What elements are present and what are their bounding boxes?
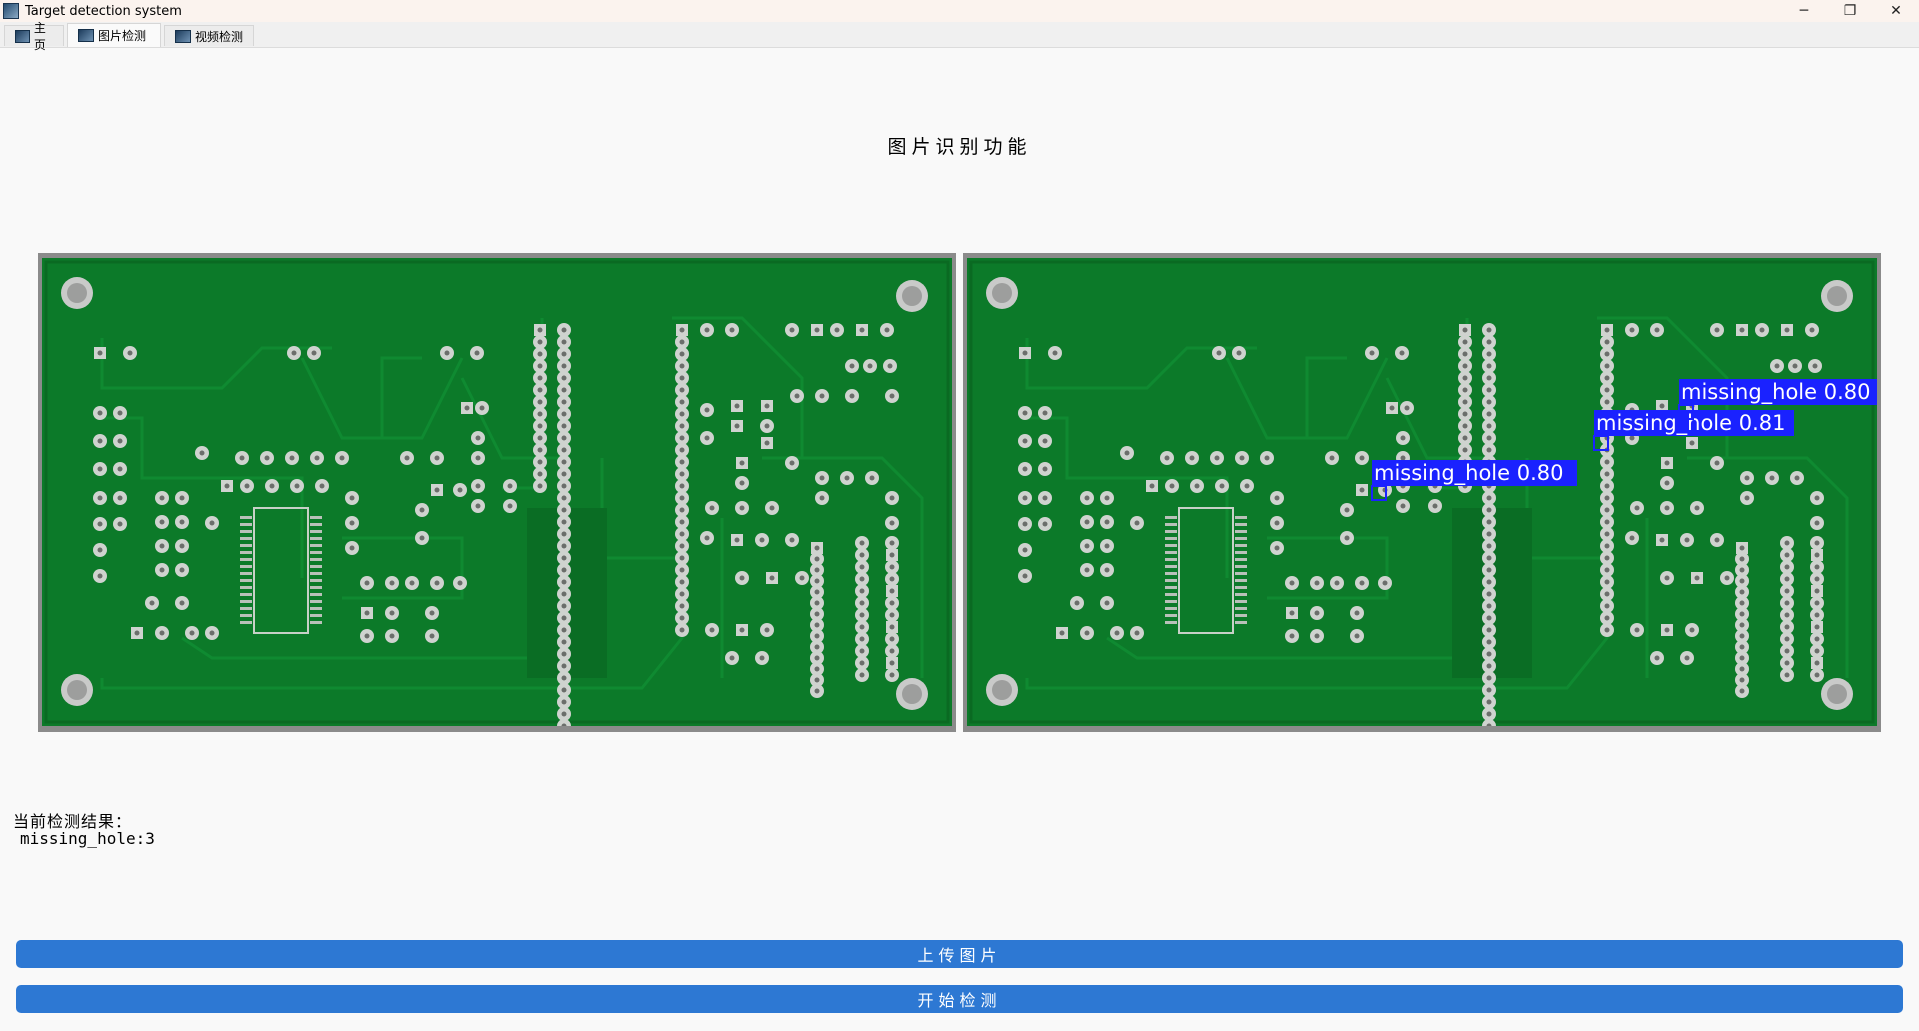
detection-box: missing_hole 0.81 [1593, 410, 1794, 451]
tab-label: 图片检测 [98, 29, 147, 43]
tab-label: 主页 [33, 21, 46, 52]
image-icon [78, 29, 94, 42]
pcb-detection-image: missing_hole 0.80 missing_hole 0.81 missin… [967, 258, 1877, 726]
detection-result-panel: missing_hole 0.80 missing_hole 0.81 missin… [963, 253, 1881, 732]
pcb-artwork [967, 258, 1877, 726]
window-title: Target detection system [25, 3, 182, 19]
tab-label: 视频检测 [195, 29, 244, 44]
detection-label: missing_hole 0.81 [1596, 411, 1786, 436]
original-image-panel [38, 253, 956, 732]
minimize-icon[interactable]: ─ [1799, 3, 1809, 19]
pcb-artwork [42, 258, 952, 726]
restore-icon[interactable]: ❐ [1843, 3, 1857, 19]
close-icon[interactable]: ✕ [1890, 3, 1902, 19]
image-icon [15, 29, 30, 43]
detection-box: missing_hole 0.80 [1678, 379, 1877, 420]
start-detection-button[interactable]: 开始检测 [16, 985, 1903, 1013]
result-value: missing_hole:3 [20, 829, 155, 848]
detection-label: missing_hole 0.80 [1374, 461, 1564, 486]
upload-image-button[interactable]: 上传图片 [16, 940, 1903, 968]
title-bar: Target detection system ─ ❐ ✕ [0, 0, 1919, 22]
tab-bar: 主页 图片检测 视频检测 [0, 21, 1919, 52]
image-icon [175, 29, 191, 43]
detection-label: missing_hole 0.80 [1681, 380, 1871, 405]
page-title: 图片识别功能 [887, 136, 1032, 158]
app-icon [3, 3, 19, 19]
tab-image-detection[interactable]: 图片检测 [67, 23, 161, 47]
detection-box: missing_hole 0.80 [1371, 460, 1577, 501]
tab-home[interactable]: 主页 [4, 21, 64, 52]
result-label: 当前检测结果： [13, 812, 133, 831]
tab-video-detection[interactable]: 视频检测 [164, 25, 254, 46]
pcb-original-image [42, 258, 952, 726]
window-controls: ─ ❐ ✕ [1781, 0, 1919, 22]
